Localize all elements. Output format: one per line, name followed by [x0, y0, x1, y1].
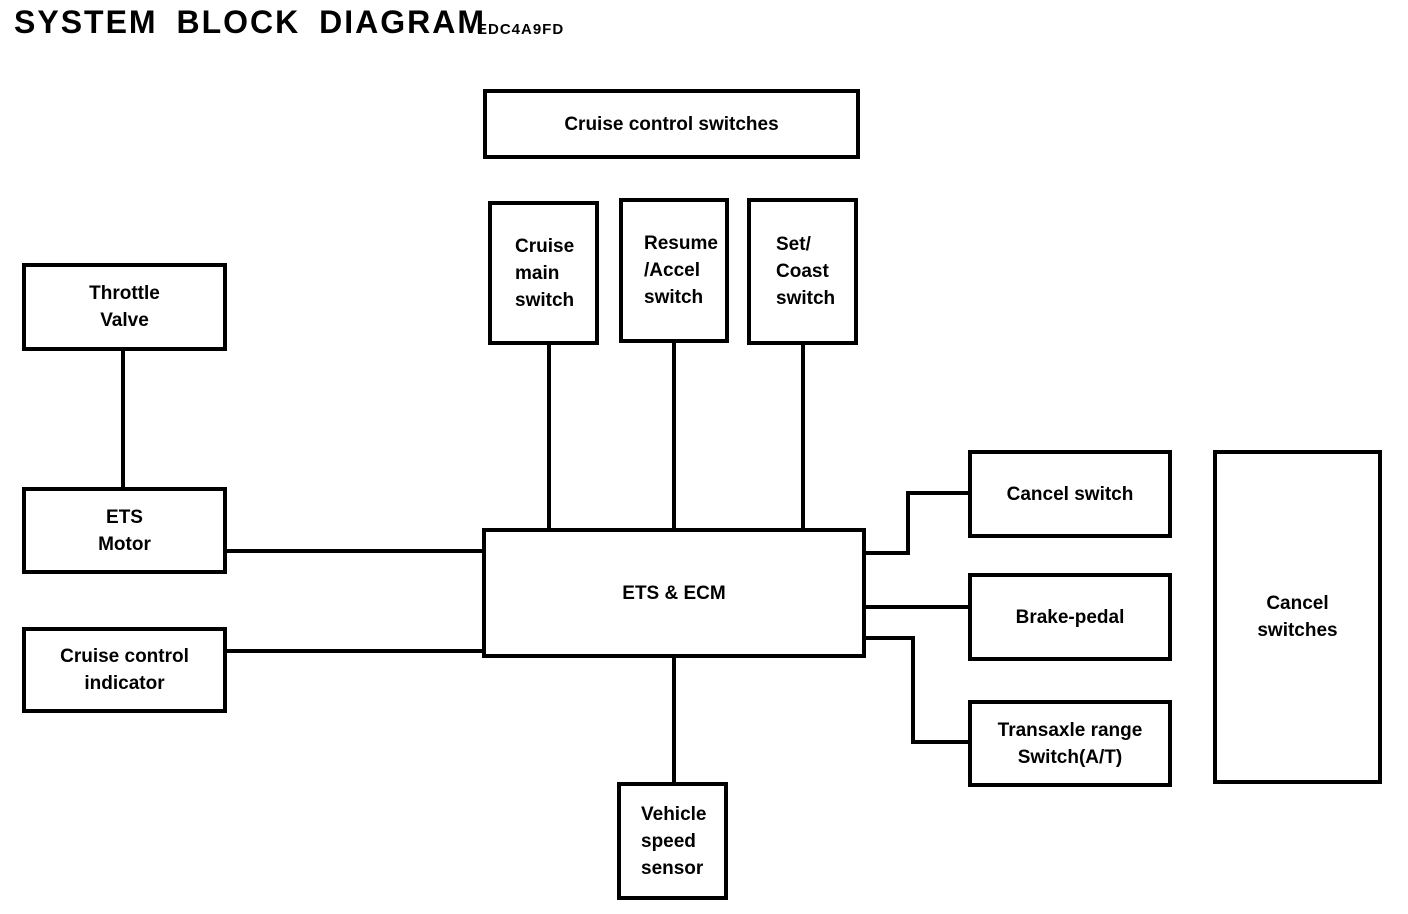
node-label-cancel-switch: Cancel switch [1006, 483, 1134, 505]
connector-ecm-to-transaxle-range-seg3 [911, 740, 968, 744]
connector-ecm-to-cancel-switch-seg2 [906, 491, 910, 555]
connector-ecm-to-vehicle-speed-sensor [672, 656, 676, 784]
node-cancel-switch: Cancel switch [968, 450, 1172, 538]
node-cruise-control-switches: Cruise control switches [483, 89, 860, 159]
node-label-vehicle-speed-sensor: Vehicle speed sensor [641, 803, 707, 879]
connector-ecm-to-cancel-switch-seg3 [906, 491, 968, 495]
node-label-transaxle-range-switch: Transaxle range Switch(A/T) [997, 719, 1143, 768]
node-label-ets-ecm: ETS & ECM [622, 582, 726, 604]
node-transaxle-range-switch: Transaxle range Switch(A/T) [968, 700, 1172, 787]
connector-ets-motor-to-ecm [225, 549, 484, 553]
connector-ecm-to-transaxle-range-seg2 [911, 636, 915, 744]
node-label-brake-pedal: Brake-pedal [1015, 606, 1125, 628]
connector-ecm-to-cancel-switch-seg1 [864, 551, 910, 555]
node-vehicle-speed-sensor: Vehicle speed sensor [617, 782, 728, 900]
node-ets-ecm: ETS & ECM [482, 528, 866, 658]
connector-cruise-indicator-to-ecm [225, 649, 484, 653]
node-label-cruise-control-indicator: Cruise control indicator [60, 646, 189, 694]
node-label-resume-accel-switch: Resume /Accel switch [644, 233, 718, 308]
connector-throttle-valve-to-ets-motor [121, 349, 125, 489]
node-label-set-coast-switch: Set/ Coast switch [776, 234, 836, 309]
node-cruise-control-indicator: Cruise control indicator [22, 627, 227, 713]
node-label-throttle-valve: Throttle Valve [89, 283, 160, 331]
node-brake-pedal: Brake-pedal [968, 573, 1172, 661]
connector-ecm-to-brake-pedal [864, 605, 968, 609]
node-label-cruise-control-switches: Cruise control switches [564, 113, 779, 135]
node-set-coast-switch: Set/ Coast switch [747, 198, 858, 345]
node-cancel-switches: Cancel switches [1213, 450, 1382, 784]
page-title: SYSTEM BLOCK DIAGRAM [14, 4, 486, 40]
connector-resume-accel-switch-to-ecm [672, 341, 676, 530]
node-ets-motor: ETS Motor [22, 487, 227, 574]
node-label-ets-motor: ETS Motor [98, 506, 151, 555]
node-resume-accel-switch: Resume /Accel switch [619, 198, 729, 343]
node-label-cruise-main-switch: Cruise main switch [515, 235, 575, 311]
connector-cruise-main-switch-to-ecm [547, 343, 551, 530]
diagram-code: EDC4A9FD [477, 21, 565, 38]
connector-set-coast-switch-to-ecm [801, 343, 805, 530]
connector-ecm-to-transaxle-range-seg1 [864, 636, 915, 640]
node-throttle-valve: Throttle Valve [22, 263, 227, 351]
node-cruise-main-switch: Cruise main switch [488, 201, 599, 345]
node-label-cancel-switches: Cancel switches [1257, 593, 1338, 641]
